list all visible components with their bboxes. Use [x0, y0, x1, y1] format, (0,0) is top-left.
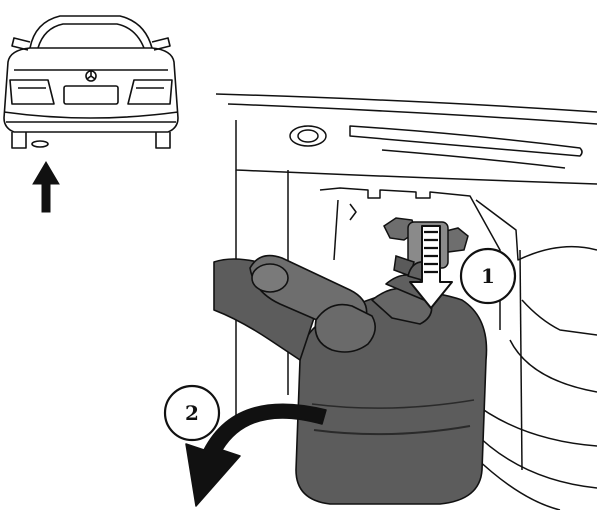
location-arrow-icon — [33, 162, 59, 212]
step-2-marker: 2 — [165, 386, 219, 440]
car-rear-view — [4, 16, 178, 148]
step-1-label: 1 — [481, 264, 495, 288]
step-1-marker: 1 — [461, 249, 515, 303]
step-2-label: 2 — [185, 401, 199, 425]
gloved-hand — [214, 256, 487, 504]
